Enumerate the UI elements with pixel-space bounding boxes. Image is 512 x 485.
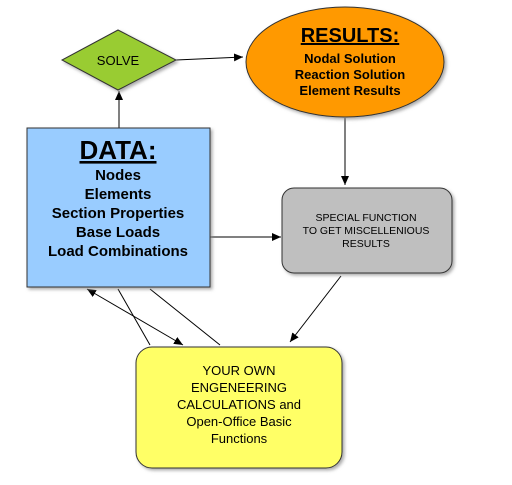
own-calc-node: YOUR OWN ENGENEERING CALCULATIONS and Op… — [135, 346, 343, 469]
special-node: SPECIAL FUNCTION TO GET MISCELLENIOUS RE… — [281, 187, 453, 274]
arrow-solve-to-results — [175, 53, 244, 62]
own-calc-line-1: ENGENEERING — [191, 380, 287, 395]
results-item-2: Element Results — [299, 83, 400, 98]
arrow-special-to-own-calc — [289, 275, 342, 343]
own-calc-line-2: CALCULATIONS and — [177, 397, 301, 412]
data-node: DATA: Nodes Elements Section Properties … — [26, 127, 211, 288]
results-title: RESULTS: — [301, 25, 400, 47]
own-calc-line-4: Functions — [211, 431, 268, 446]
data-item-2: Section Properties — [52, 205, 185, 222]
own-calc-box — [135, 346, 343, 469]
special-line-2: RESULTS — [342, 238, 390, 250]
data-item-0: Nodes — [95, 167, 141, 184]
solve-diamond — [60, 29, 178, 91]
line-data-to-own-calc — [149, 288, 221, 346]
arrow-data-own-calc-bidirectional — [86, 288, 184, 346]
results-item-0: Nodal Solution — [304, 51, 396, 66]
data-item-3: Base Loads — [76, 224, 160, 241]
line-data-to-own-calc-left — [117, 288, 151, 346]
results-item-1: Reaction Solution — [295, 67, 406, 82]
own-calc-line-3: Open-Office Basic — [186, 414, 292, 429]
special-line-0: SPECIAL FUNCTION — [315, 212, 416, 224]
special-box — [281, 187, 453, 274]
data-title: DATA: — [79, 135, 156, 165]
data-item-4: Load Combinations — [48, 243, 188, 260]
own-calc-line-0: YOUR OWN — [203, 363, 276, 378]
results-ellipse — [245, 6, 445, 118]
data-box — [26, 127, 211, 288]
results-node: RESULTS: Nodal Solution Reaction Solutio… — [245, 6, 445, 118]
data-item-1: Elements — [85, 186, 152, 203]
solve-label: SOLVE — [97, 53, 140, 68]
special-line-1: TO GET MISCELLENIOUS — [303, 225, 430, 237]
connectors — [86, 53, 349, 346]
solve-node: SOLVE — [60, 29, 178, 91]
